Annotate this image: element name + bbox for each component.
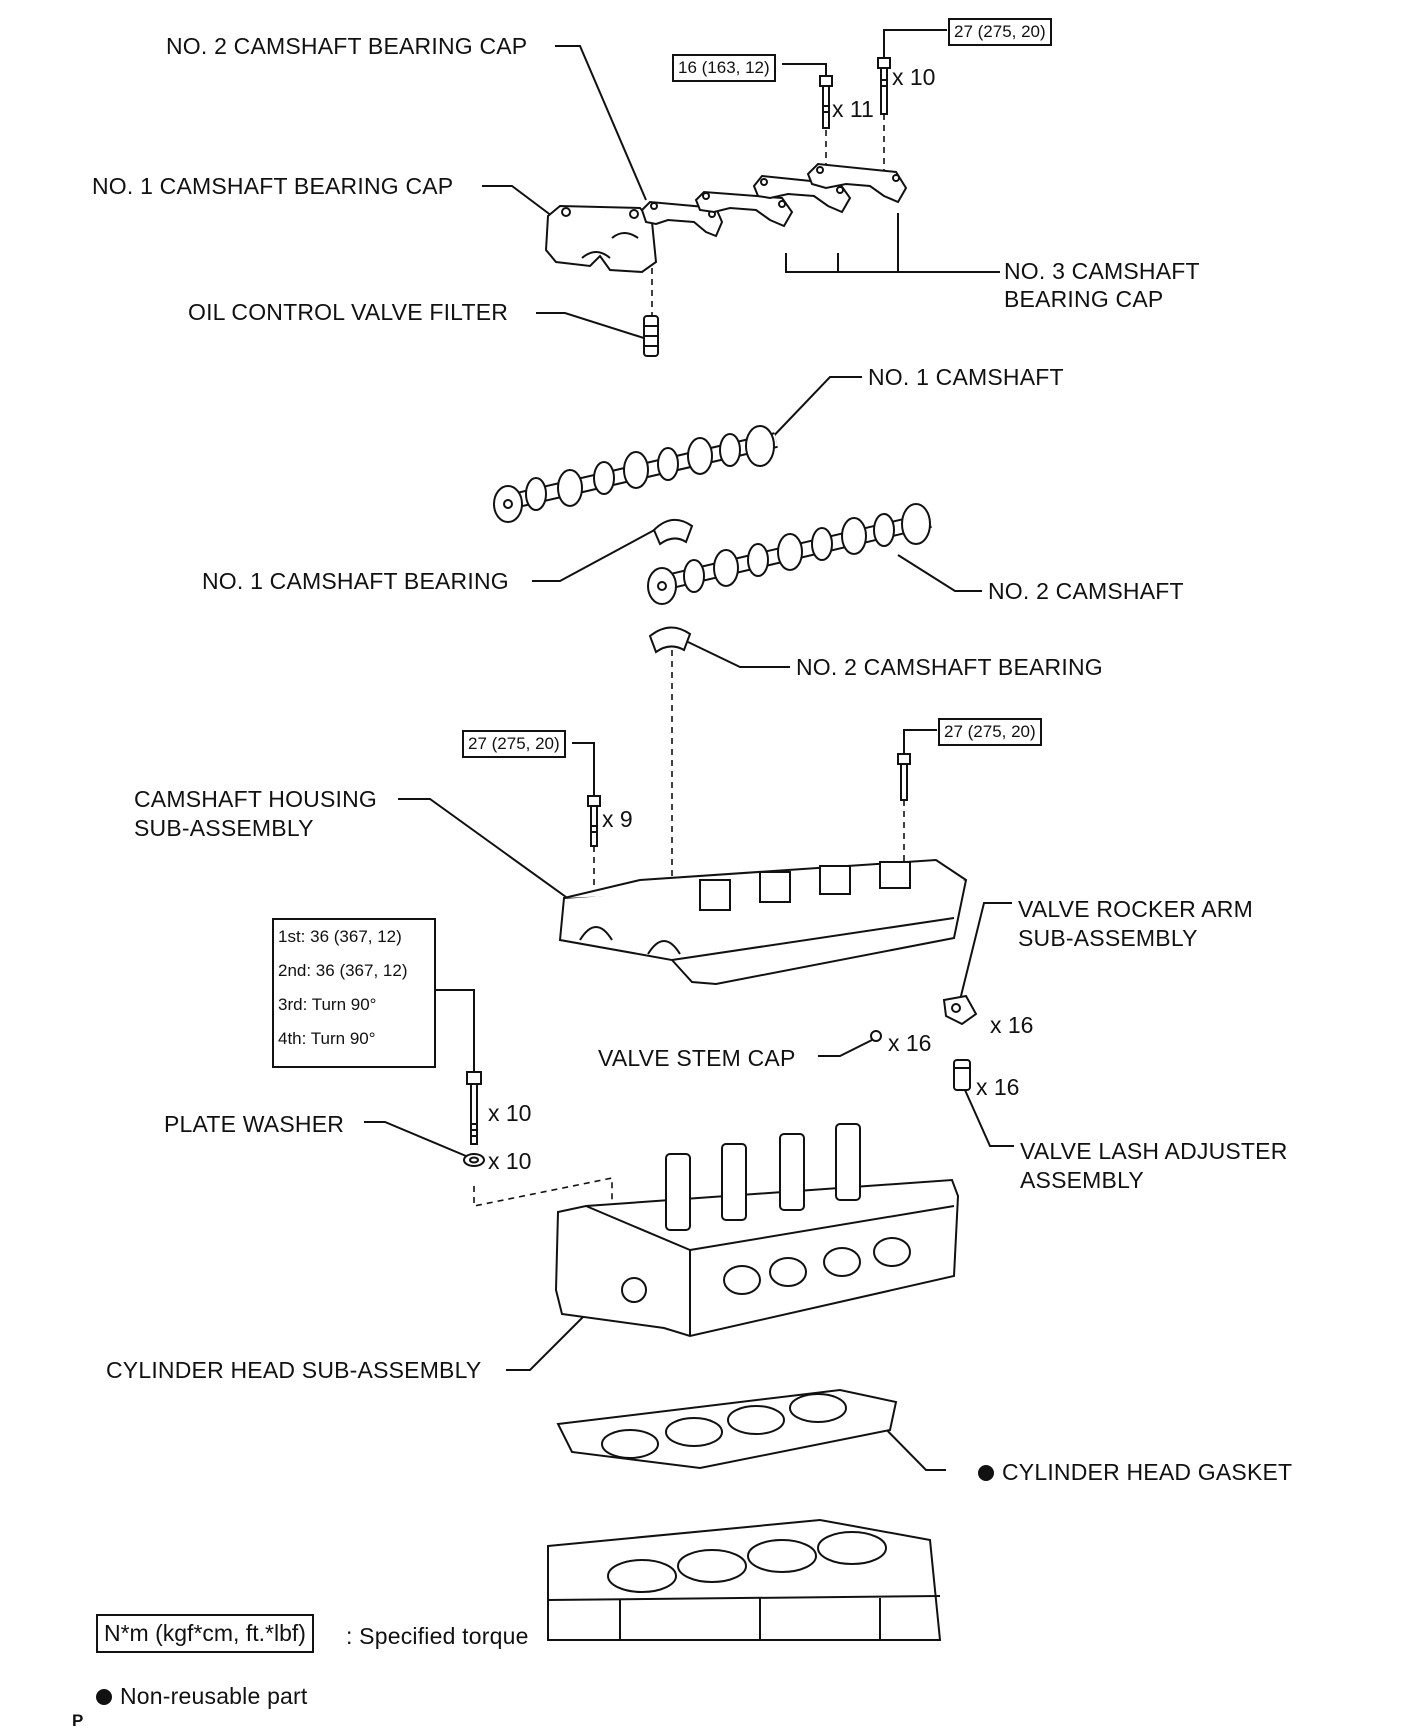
torque-box-housing-right: 27 (275, 20) bbox=[938, 718, 1042, 746]
label-no2-camshaft-bearing: NO. 2 CAMSHAFT BEARING bbox=[796, 654, 1103, 680]
corner-mark: P bbox=[72, 1711, 84, 1730]
camshaft-housing-icon bbox=[558, 858, 968, 986]
no1-camshaft-bearing-icon bbox=[652, 519, 694, 546]
valve-stem-cap-icon bbox=[870, 1030, 882, 1042]
label-valve-stem-cap: VALVE STEM CAP bbox=[598, 1045, 796, 1071]
torque-step-2: 2nd: 36 (367, 12) bbox=[278, 961, 408, 980]
label-plate-washer: PLATE WASHER bbox=[164, 1111, 345, 1137]
cylinder-head-gasket-text: CYLINDER HEAD GASKET bbox=[1002, 1459, 1293, 1485]
count-housing-bolts: x 9 bbox=[602, 806, 633, 832]
housing-bolt-right-icon bbox=[897, 753, 911, 801]
no3-camshaft-bearing-cap-c-icon bbox=[806, 162, 908, 204]
torque-box-housing-left: 27 (275, 20) bbox=[462, 730, 566, 758]
no3-camshaft-bearing-cap-a-icon bbox=[694, 190, 794, 228]
head-bolt-icon bbox=[466, 1071, 482, 1145]
legend-torque-description: : Specified torque bbox=[346, 1623, 529, 1649]
label-camshaft-housing-line1: CAMSHAFT HOUSING bbox=[134, 786, 378, 812]
label-no3-camshaft-bearing-cap-line1: NO. 3 CAMSHAFT bbox=[1004, 258, 1200, 284]
plate-washer-icon bbox=[463, 1153, 485, 1167]
non-reusable-bullet-icon bbox=[978, 1465, 994, 1481]
count-lash-adjusters: x 16 bbox=[976, 1074, 1020, 1100]
count-cap-bolts-short: x 11 bbox=[832, 96, 874, 122]
label-valve-lash-adjuster-line2: ASSEMBLY bbox=[1020, 1167, 1144, 1193]
label-cylinder-head-gasket: CYLINDER HEAD GASKET bbox=[978, 1458, 1292, 1487]
label-no2-camshaft-bearing-cap: NO. 2 CAMSHAFT BEARING CAP bbox=[166, 33, 528, 59]
no1-camshaft-bearing-cap-icon bbox=[544, 204, 658, 274]
cylinder-head-gasket-icon bbox=[556, 1388, 898, 1470]
label-oil-control-valve-filter: OIL CONTROL VALVE FILTER bbox=[188, 299, 509, 325]
count-plate-washers: x 10 bbox=[488, 1148, 532, 1174]
torque-step-4: 4th: Turn 90° bbox=[278, 1029, 376, 1048]
cylinder-head-icon bbox=[554, 1123, 960, 1338]
label-no1-camshaft-bearing-cap: NO. 1 CAMSHAFT BEARING CAP bbox=[92, 173, 454, 199]
cap-bolt-short-icon bbox=[819, 75, 833, 129]
valve-lash-adjuster-icon bbox=[953, 1059, 971, 1091]
label-no1-camshaft-bearing: NO. 1 CAMSHAFT BEARING bbox=[202, 568, 509, 594]
label-valve-lash-adjuster-line1: VALVE LASH ADJUSTER bbox=[1020, 1138, 1288, 1164]
legend-torque-unit: N*m (kgf*cm, ft.*lbf) bbox=[96, 1614, 314, 1653]
legend-non-reusable-text: Non-reusable part bbox=[120, 1683, 308, 1709]
label-valve-rocker-arm-line1: VALVE ROCKER ARM bbox=[1018, 896, 1253, 922]
head-bolt-torque-steps: 1st: 36 (367, 12) 2nd: 36 (367, 12) 3rd:… bbox=[272, 918, 436, 1068]
label-valve-rocker-arm-line2: SUB-ASSEMBLY bbox=[1018, 925, 1198, 951]
cap-bolt-long-icon bbox=[877, 57, 891, 115]
oil-control-valve-filter-icon bbox=[643, 315, 659, 357]
legend-non-reusable: Non-reusable part bbox=[96, 1682, 308, 1711]
legend-bullet-icon bbox=[96, 1689, 112, 1705]
torque-step-3: 3rd: Turn 90° bbox=[278, 995, 377, 1014]
cylinder-block-icon bbox=[547, 1518, 942, 1641]
label-camshaft-housing-line2: SUB-ASSEMBLY bbox=[134, 815, 314, 841]
no1-camshaft-icon bbox=[493, 425, 778, 523]
no2-camshaft-icon bbox=[647, 503, 932, 605]
count-head-bolts: x 10 bbox=[488, 1100, 532, 1126]
label-no3-camshaft-bearing-cap-line2: BEARING CAP bbox=[1004, 286, 1164, 312]
count-rocker-arms: x 16 bbox=[990, 1012, 1034, 1038]
torque-box-cap-short: 16 (163, 12) bbox=[672, 54, 776, 82]
housing-bolt-left-icon bbox=[587, 795, 601, 847]
torque-step-1: 1st: 36 (367, 12) bbox=[278, 927, 402, 946]
count-stem-caps: x 16 bbox=[888, 1030, 932, 1056]
label-no1-camshaft: NO. 1 CAMSHAFT bbox=[868, 364, 1064, 390]
label-cylinder-head: CYLINDER HEAD SUB-ASSEMBLY bbox=[106, 1357, 482, 1383]
torque-box-cap-long: 27 (275, 20) bbox=[948, 18, 1052, 46]
valve-rocker-arm-icon bbox=[942, 994, 978, 1026]
count-cap-bolts-long: x 10 bbox=[892, 64, 936, 90]
label-no2-camshaft: NO. 2 CAMSHAFT bbox=[988, 578, 1184, 604]
no2-camshaft-bearing-icon bbox=[648, 626, 692, 654]
leader-lines bbox=[364, 29, 1014, 1471]
